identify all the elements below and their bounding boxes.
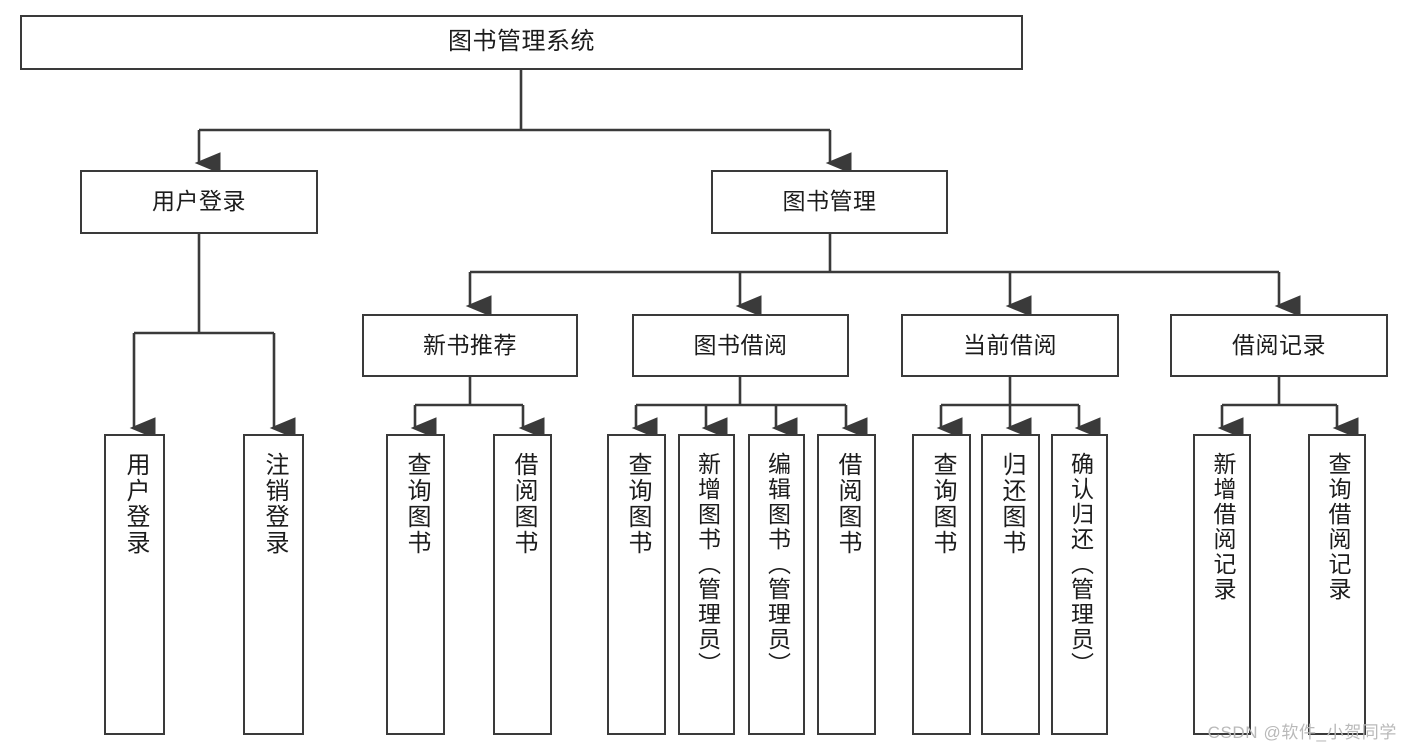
leaf-add-borrow-record-label: 新增借阅记录 xyxy=(1209,452,1236,602)
leaf-borrow-book-label: 借阅图书 xyxy=(833,452,861,556)
leaf-current-query-book-label: 查询图书 xyxy=(928,452,956,556)
node-root-label: 图书管理系统 xyxy=(448,28,595,56)
leaf-current-query-book[interactable]: 查询图书 xyxy=(912,434,971,735)
node-new-book-recommend[interactable]: 新书推荐 xyxy=(362,314,578,377)
leaf-edit-book-admin-label: 编辑图书（管理员） xyxy=(764,452,791,677)
watermark-text: CSDN @软件_小贺同学 xyxy=(1207,723,1397,742)
leaf-user-login-label: 用户登录 xyxy=(121,452,149,556)
leaf-edit-book-admin[interactable]: 编辑图书（管理员） xyxy=(748,434,805,735)
node-book-management-label: 图书管理 xyxy=(782,188,877,215)
leaf-confirm-return-admin[interactable]: 确认归还（管理员） xyxy=(1051,434,1108,735)
leaf-return-book[interactable]: 归还图书 xyxy=(981,434,1040,735)
leaf-borrow-query-book-label: 查询图书 xyxy=(623,452,651,556)
leaf-logout[interactable]: 注销登录 xyxy=(243,434,304,735)
leaf-add-borrow-record[interactable]: 新增借阅记录 xyxy=(1193,434,1251,735)
node-current-borrow-label: 当前借阅 xyxy=(963,331,1057,358)
leaf-query-borrow-record[interactable]: 查询借阅记录 xyxy=(1308,434,1366,735)
leaf-borrow-book[interactable]: 借阅图书 xyxy=(817,434,876,735)
node-borrow-record-label: 借阅记录 xyxy=(1232,331,1326,358)
node-book-management[interactable]: 图书管理 xyxy=(711,170,948,234)
leaf-add-book-admin-label: 新增图书（管理员） xyxy=(694,452,721,677)
node-new-book-recommend-label: 新书推荐 xyxy=(423,331,517,358)
leaf-recommend-borrow-book-label: 借阅图书 xyxy=(509,452,537,556)
node-root[interactable]: 图书管理系统 xyxy=(20,15,1023,70)
leaf-logout-label: 注销登录 xyxy=(260,452,288,556)
node-current-borrow[interactable]: 当前借阅 xyxy=(901,314,1119,377)
node-user-login-label: 用户登录 xyxy=(152,188,246,215)
leaf-add-book-admin[interactable]: 新增图书（管理员） xyxy=(678,434,735,735)
leaf-confirm-return-admin-label: 确认归还（管理员） xyxy=(1067,452,1094,677)
node-book-borrow[interactable]: 图书借阅 xyxy=(632,314,849,377)
leaf-recommend-query-book[interactable]: 查询图书 xyxy=(386,434,445,735)
leaf-return-book-label: 归还图书 xyxy=(997,452,1025,556)
leaf-user-login[interactable]: 用户登录 xyxy=(104,434,165,735)
leaf-query-borrow-record-label: 查询借阅记录 xyxy=(1324,452,1351,602)
leaf-recommend-query-book-label: 查询图书 xyxy=(402,452,430,556)
node-user-login[interactable]: 用户登录 xyxy=(80,170,318,234)
leaf-borrow-query-book[interactable]: 查询图书 xyxy=(607,434,666,735)
node-borrow-record[interactable]: 借阅记录 xyxy=(1170,314,1388,377)
leaf-recommend-borrow-book[interactable]: 借阅图书 xyxy=(493,434,552,735)
node-book-borrow-label: 图书借阅 xyxy=(693,331,788,358)
